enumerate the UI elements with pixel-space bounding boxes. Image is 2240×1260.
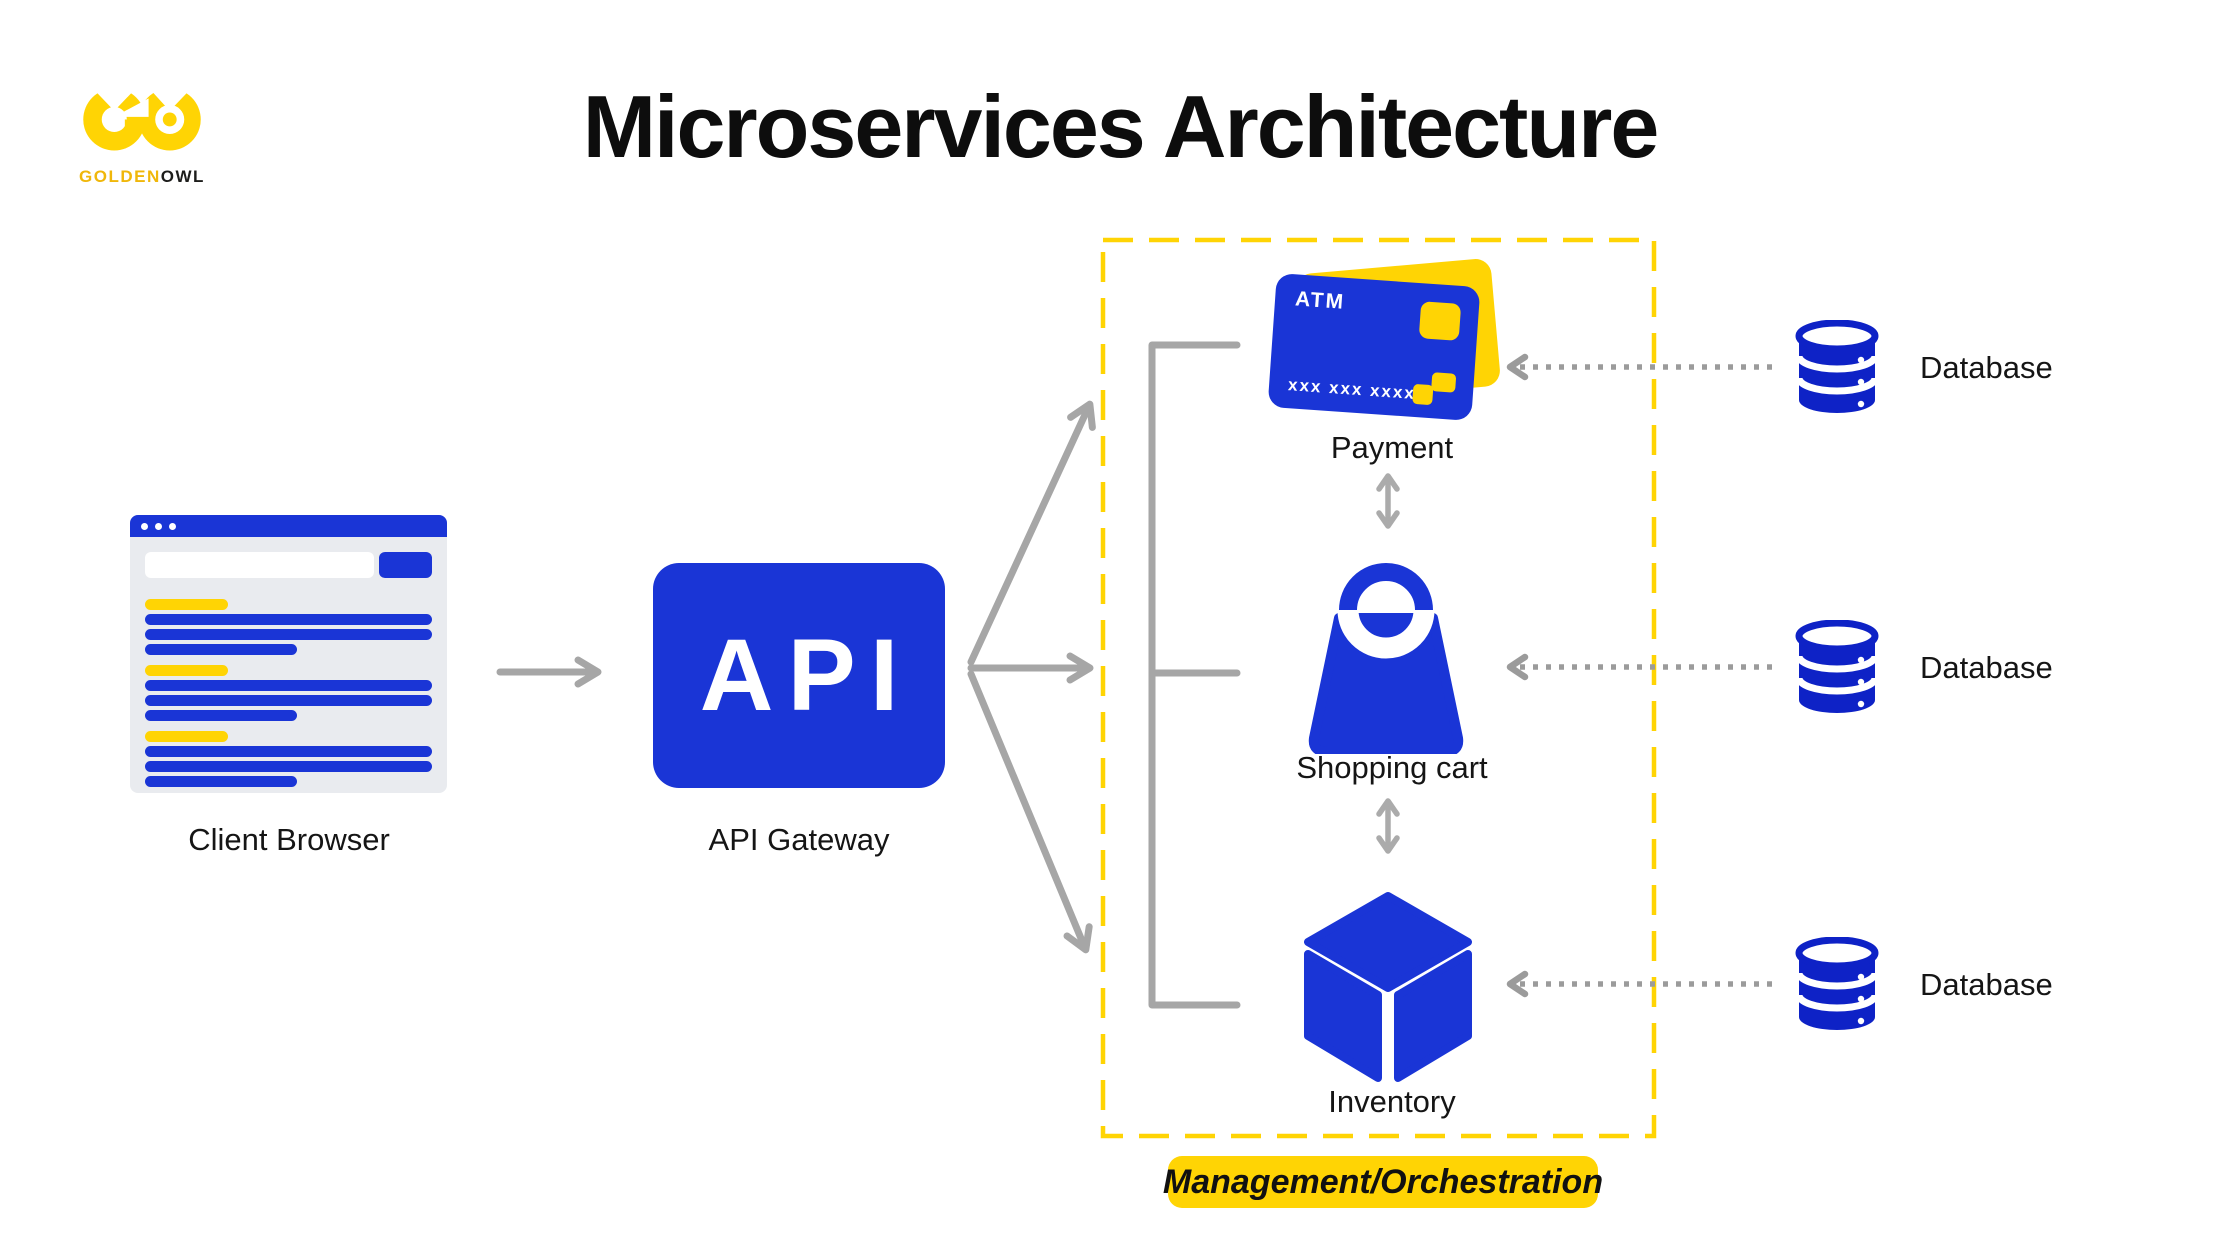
service-bracket xyxy=(1148,341,1241,1009)
management-orchestration-badge: Management/Orchestration xyxy=(1163,1156,1603,1208)
database-label: Database xyxy=(1920,650,2053,685)
database-icon xyxy=(1795,320,1879,413)
database-label: Database xyxy=(1920,967,2053,1002)
page-title: Microservices Architecture xyxy=(582,77,1660,176)
golden-owl-logo: GOLDENOWL xyxy=(76,66,226,187)
logo-text-golden: GOLDEN xyxy=(79,167,161,186)
api-gateway-icon: API xyxy=(653,563,945,788)
card-brand-text: ATM xyxy=(1294,287,1346,314)
window-dot xyxy=(155,522,162,530)
browser-title-bar xyxy=(130,515,447,537)
arrow-api-to-inventory xyxy=(967,670,1093,954)
inventory-label: Inventory xyxy=(1328,1084,1456,1119)
golden-owl-logo-icon xyxy=(83,80,201,151)
skeleton-line xyxy=(145,614,432,625)
skeleton-line xyxy=(145,746,432,757)
arrow-api-to-payment xyxy=(967,400,1096,666)
client-browser-label: Client Browser xyxy=(188,822,390,857)
window-dot xyxy=(169,522,176,530)
payment-card-icon: ATM xxx xxx xxxx xyxy=(1267,257,1502,438)
inventory-cube-icon xyxy=(1304,892,1472,1082)
card-logo-shape xyxy=(1412,383,1434,406)
management-dashed-box xyxy=(1100,237,1657,1139)
shopping-cart-label: Shopping cart xyxy=(1296,750,1488,785)
browser-search-button xyxy=(379,552,432,578)
browser-search-bar xyxy=(145,552,374,578)
skeleton-line xyxy=(145,761,432,772)
skeleton-line xyxy=(145,776,298,787)
skeleton-line xyxy=(145,629,432,640)
database-icon xyxy=(1795,620,1879,713)
card-number-text: xxx xxx xxxx xyxy=(1287,375,1417,404)
api-gateway-icon-text: API xyxy=(699,618,913,732)
browser-body xyxy=(130,537,447,793)
card-chip xyxy=(1418,301,1462,341)
logo-wordmark: GOLDENOWL xyxy=(79,167,226,187)
api-gateway-label: API Gateway xyxy=(708,822,890,857)
skeleton-line xyxy=(145,731,229,742)
skeleton-line xyxy=(145,665,229,676)
skeleton-line xyxy=(145,644,298,655)
skeleton-line xyxy=(145,695,432,706)
skeleton-line xyxy=(145,680,432,691)
database-label: Database xyxy=(1920,350,2053,385)
skeleton-line xyxy=(145,710,298,721)
payment-card-front: ATM xxx xxx xxxx xyxy=(1267,273,1481,421)
client-browser-icon xyxy=(130,515,447,793)
skeleton-line xyxy=(145,599,229,610)
logo-text-owl: OWL xyxy=(160,167,205,186)
card-logo-shape xyxy=(1431,372,1457,393)
database-icon xyxy=(1795,937,1879,1030)
shopping-cart-icon xyxy=(1308,563,1464,754)
window-dot xyxy=(141,522,148,530)
payment-label: Payment xyxy=(1330,430,1454,465)
